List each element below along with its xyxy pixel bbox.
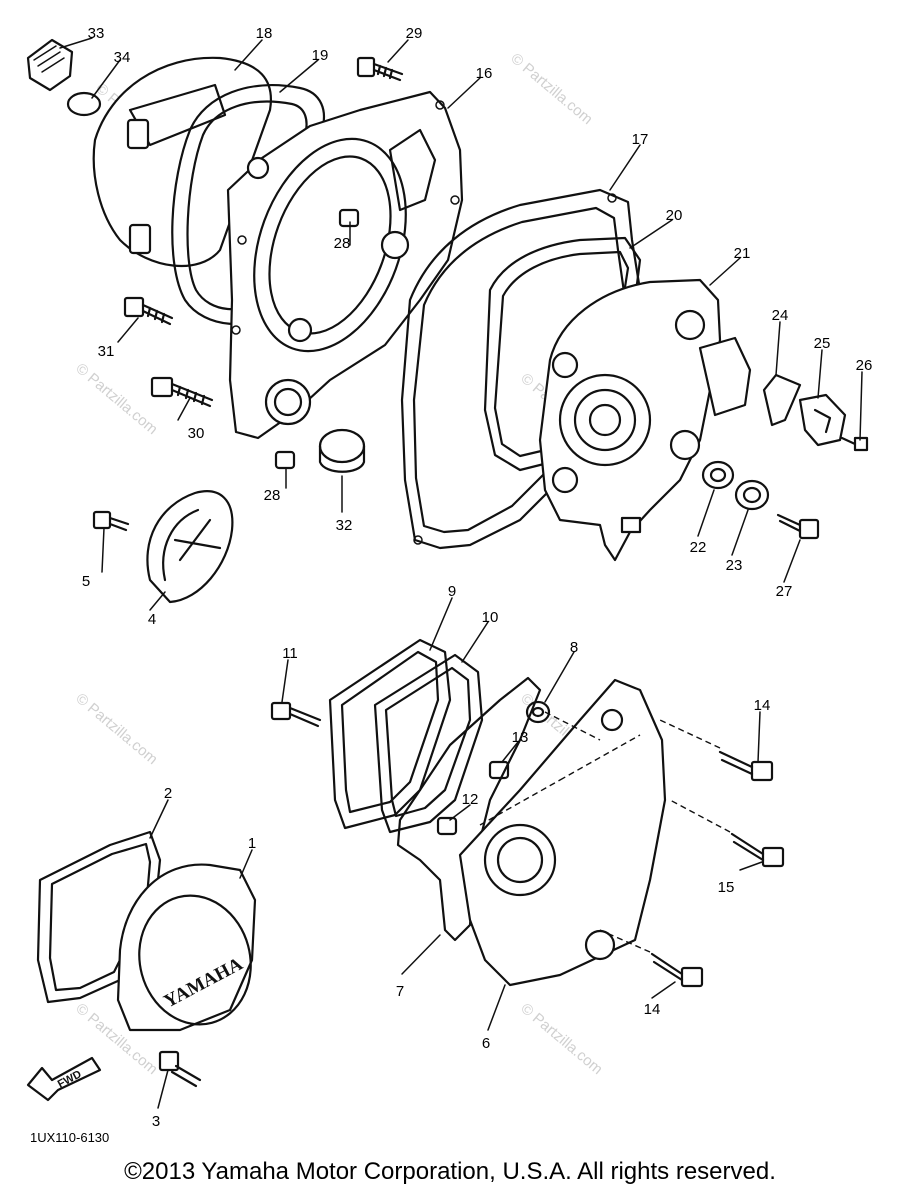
bolt bbox=[718, 750, 774, 782]
o-ring bbox=[66, 91, 102, 117]
plate bbox=[762, 373, 802, 427]
bolt bbox=[123, 296, 174, 326]
part-label: 4 bbox=[148, 611, 156, 628]
assembly-line bbox=[599, 929, 651, 953]
part-label: 2 bbox=[164, 785, 172, 802]
part-label: 5 bbox=[82, 573, 90, 590]
part-label: 20 bbox=[666, 207, 683, 224]
part-labels: 1 2 3 4 5 6 7 8 9 10 11 12 13 14 14 15 1… bbox=[82, 25, 873, 1130]
part-label: 24 bbox=[772, 307, 789, 324]
dowel-pin bbox=[436, 816, 458, 836]
part-label: 32 bbox=[336, 517, 353, 534]
part-label: 1 bbox=[248, 835, 256, 852]
bracket bbox=[798, 393, 847, 447]
fwd-text: FWD bbox=[56, 1068, 84, 1090]
assembly-line bbox=[659, 719, 721, 749]
part-label: 16 bbox=[476, 65, 493, 82]
drawing-code: 1UX110-6130 bbox=[30, 1130, 109, 1145]
screw bbox=[840, 436, 869, 452]
washer bbox=[701, 460, 735, 490]
forward-arrow-icon: FWD bbox=[26, 1056, 102, 1102]
part-label: 30 bbox=[188, 425, 205, 442]
part-label: 17 bbox=[632, 131, 649, 148]
part-label: 23 bbox=[726, 557, 743, 574]
part-label: 12 bbox=[462, 791, 479, 808]
cover bbox=[146, 490, 234, 604]
part-label: 15 bbox=[718, 879, 735, 896]
cover bbox=[538, 278, 752, 562]
part-label: 11 bbox=[282, 645, 298, 662]
part-label: 6 bbox=[482, 1035, 490, 1052]
watermark: © Partzilla.com bbox=[72, 690, 160, 768]
watermark: © Partzilla.com bbox=[72, 360, 160, 438]
part-label: 21 bbox=[734, 245, 751, 262]
part-label: 26 bbox=[856, 357, 873, 374]
part-label: 28 bbox=[334, 235, 351, 252]
part-label: 25 bbox=[814, 335, 831, 352]
screw bbox=[92, 510, 130, 532]
bolt bbox=[776, 513, 820, 540]
screw bbox=[158, 1050, 202, 1088]
dowel-pin bbox=[338, 208, 360, 228]
part-label: 14 bbox=[754, 697, 771, 714]
part-label: 3 bbox=[152, 1113, 160, 1130]
part-label: 31 bbox=[98, 343, 115, 360]
part-label: 7 bbox=[396, 983, 404, 1000]
part-label: 27 bbox=[776, 583, 793, 600]
part-label: 14 bbox=[644, 1001, 661, 1018]
watermark: © Partzilla.com bbox=[507, 50, 595, 128]
washer bbox=[734, 479, 770, 511]
part-label: 18 bbox=[256, 25, 273, 42]
watermark: © Partzilla.com bbox=[517, 1000, 605, 1078]
bolt bbox=[270, 701, 322, 728]
crankcase-gasket bbox=[400, 188, 642, 550]
part-label: 33 bbox=[88, 25, 105, 42]
cover: YAMAHA bbox=[116, 863, 257, 1032]
part-label: 8 bbox=[570, 639, 578, 656]
bolt bbox=[150, 376, 214, 408]
copyright-notice: ©2013 Yamaha Motor Corporation, U.S.A. A… bbox=[124, 1158, 776, 1185]
part-label: 19 bbox=[312, 47, 329, 64]
part-label: 29 bbox=[406, 25, 423, 42]
bolt bbox=[650, 952, 704, 988]
part-label: 34 bbox=[114, 49, 131, 66]
plug bbox=[318, 428, 366, 473]
assembly-line bbox=[669, 799, 731, 833]
oil-filler-cap bbox=[26, 38, 74, 92]
part-label: 10 bbox=[482, 609, 499, 626]
part-label: 9 bbox=[448, 583, 456, 600]
dowel-pin bbox=[274, 450, 296, 470]
cover bbox=[458, 678, 667, 987]
assembly-line bbox=[544, 711, 601, 741]
bolt bbox=[730, 832, 785, 868]
part-label: 28 bbox=[264, 487, 281, 504]
part-label: 22 bbox=[690, 539, 707, 556]
crankcase-cover-left bbox=[226, 90, 464, 440]
bolt bbox=[356, 56, 404, 82]
leader-lines bbox=[59, 37, 863, 1109]
part-label: 13 bbox=[512, 729, 529, 746]
